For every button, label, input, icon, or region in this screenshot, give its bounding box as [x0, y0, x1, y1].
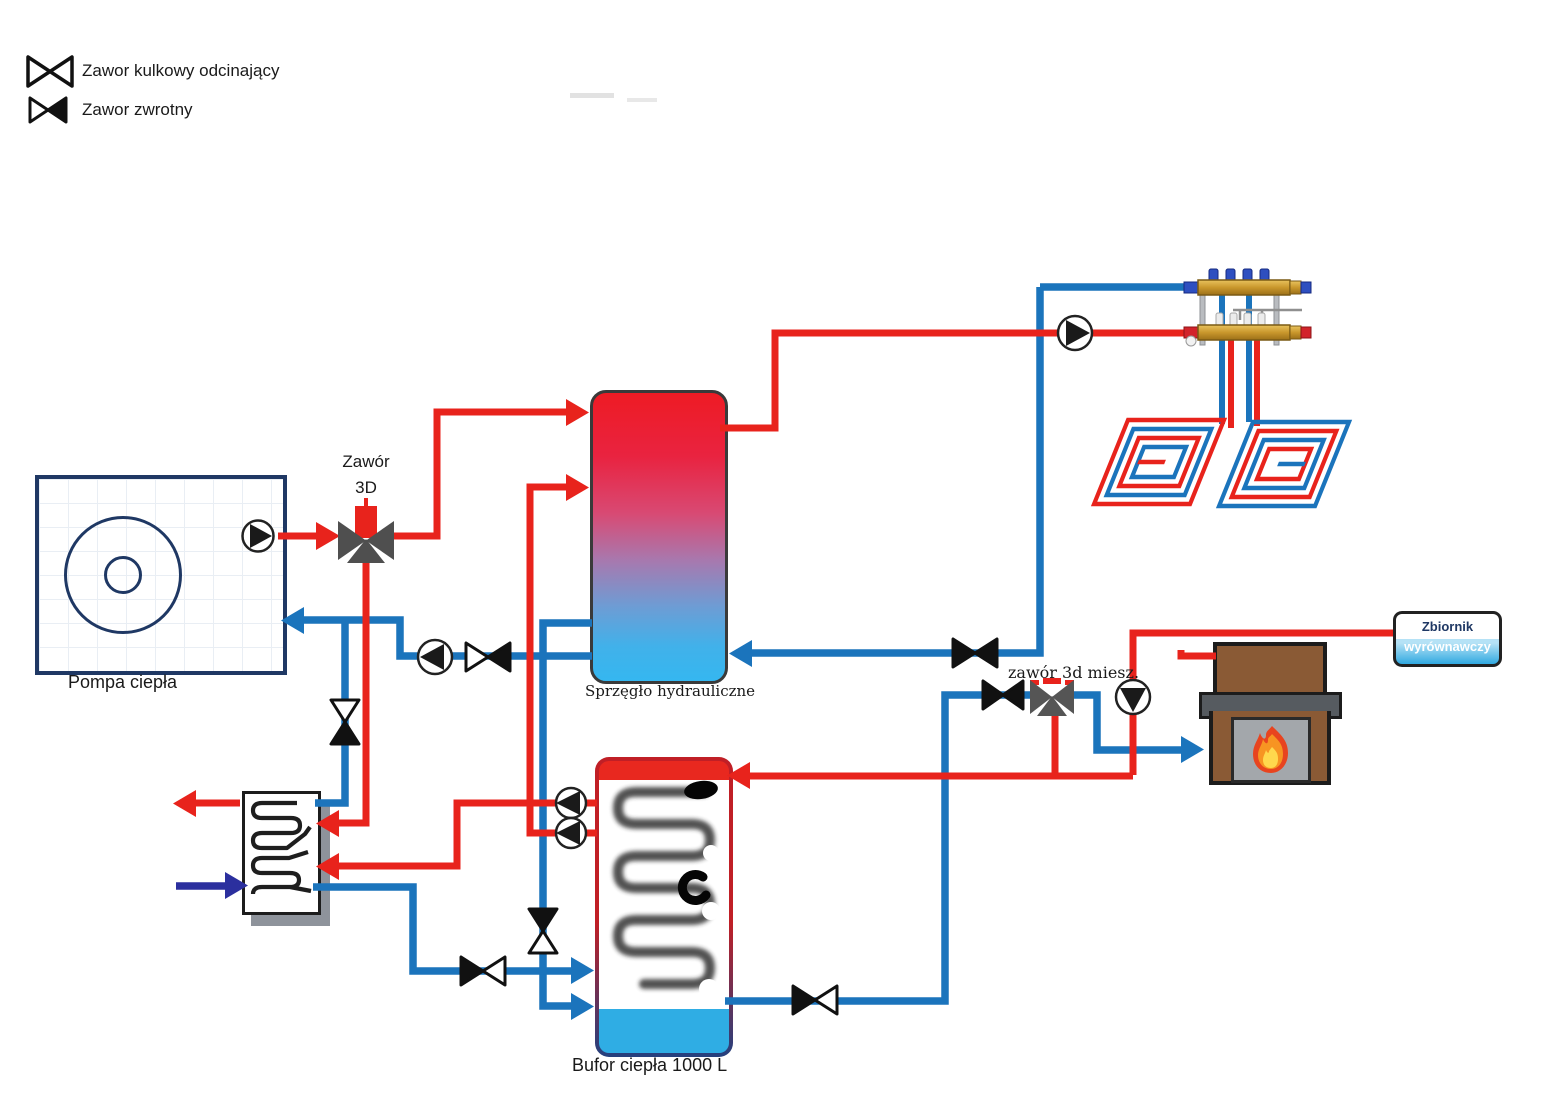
legend-label-check-valve: Zawor zwrotny: [82, 100, 193, 119]
mixing-valve-label: zawór 3d miesz.: [1008, 663, 1140, 682]
valves: [329, 637, 1025, 1016]
mixing-valve-3d: [1030, 678, 1074, 716]
arrow-into-separator-top: [566, 399, 589, 426]
check-valve-buffer-outlet: [791, 984, 839, 1016]
valve-3d: [338, 498, 394, 563]
pipe-tee-to-exchanger: [315, 620, 349, 807]
coil-mid-fitting: [677, 870, 711, 905]
red-manifold-bar: [1183, 324, 1312, 347]
buffer-tank-coil: [612, 780, 720, 999]
floor-heating-manifold: [1183, 268, 1312, 347]
buffer-tank-label: Bufor ciepła 1000 L: [572, 1055, 728, 1075]
pipe-3d-valve-to-separator-top: [390, 408, 566, 540]
fireplace-firebox: [1231, 717, 1311, 783]
heat-pump-fan-outer-circle: [64, 516, 182, 634]
pipe-buffer-pump2-to-separator: [526, 483, 566, 837]
expansion-tank: Zbiornik wyrównawczy: [1393, 611, 1502, 667]
pipe-mixing-valve-to-fireplace: [1072, 691, 1181, 754]
hydraulic-separator-label: Sprzęgło hydrauliczne: [585, 682, 756, 700]
ball-valve-separator-return: [951, 637, 999, 669]
hot-flow-arrows: [173, 399, 750, 880]
legend-icons: [26, 55, 74, 124]
buffer-tank: [595, 757, 733, 1057]
cold-flow-arrows: [281, 607, 1204, 1020]
pipe-exchanger-to-buffer: [313, 883, 571, 975]
coil-top-fitting: [684, 780, 718, 800]
hydraulic-separator-tank: [590, 390, 728, 684]
check-valve-vertical-mid: [527, 907, 559, 955]
pipe-buffer-to-mixing-valve: [725, 691, 1030, 1005]
floor-loop-right: [1215, 419, 1353, 509]
arrow-into-separator-right: [729, 640, 752, 667]
return-line-pump: [416, 638, 454, 676]
check-valve-icon: [28, 96, 68, 124]
check-valve-vertical-left: [329, 698, 361, 746]
blue-manifold-bar: [1183, 268, 1312, 296]
heat-pump-box: [35, 475, 287, 675]
check-valve-return-line: [464, 641, 512, 673]
legend-label-ball-valve: Zawor kulkowy odcinający: [82, 61, 280, 80]
expansion-tank-label-1: Zbiornik: [1421, 619, 1474, 634]
pipe-3d-valve-to-exchanger: [338, 556, 370, 827]
arrow-cold-water-in: [225, 872, 248, 899]
check-valve-exchanger-to-buffer: [459, 955, 507, 987]
pipe-separator-to-buffer-bottom: [539, 619, 592, 1010]
arrow-into-fireplace: [1181, 736, 1204, 763]
heat-exchanger-coils: [250, 800, 312, 895]
ball-shutoff-valve-icon: [26, 55, 74, 88]
flame-icon: [1253, 726, 1288, 773]
pipe-manifold-return-to-separator: [752, 287, 1044, 657]
arrow-into-buffer-low1: [571, 957, 594, 984]
arrow-into-separator-mid: [566, 474, 589, 501]
hot-pipes: [196, 329, 1393, 870]
arrow-into-buffer-top: [727, 762, 750, 789]
floor-loop-left: [1090, 417, 1228, 507]
pipe-mixing-to-buffer-top: [749, 710, 1133, 780]
arrow-hot-water-out: [173, 790, 196, 817]
arrow-into-heat-pump: [281, 607, 304, 634]
heat-pump-label: Pompa ciepła: [68, 672, 178, 692]
scan-artifact: [570, 93, 614, 98]
valve-3d-label-2: 3D: [355, 478, 377, 497]
buffer-pump-upper: [554, 786, 588, 820]
valve-3d-label-1: Zawór: [342, 452, 390, 471]
arrow-into-buffer-low2: [571, 993, 594, 1020]
pipe-separator-to-manifold-pump: [720, 329, 1058, 432]
buffer-pump-lower: [554, 816, 588, 850]
pipe-expansion-tank-fireplace: [1129, 629, 1393, 775]
plate-heat-exchanger: [242, 791, 321, 915]
heat-pump-fan-inner-circle: [104, 556, 142, 594]
expansion-tank-label-2: wyrównawczy: [1404, 639, 1491, 655]
heat-pump-circulator: [241, 519, 275, 553]
manifold-pump: [1056, 314, 1094, 352]
pipe-buffer-pump1-to-exchanger: [338, 799, 557, 870]
arrow-into-3d-valve: [316, 522, 340, 550]
arrow-into-exchanger-2: [316, 853, 339, 880]
actuator-wire: [1233, 308, 1302, 320]
arrow-into-exchanger-1: [316, 810, 339, 837]
fireplace-pump: [1114, 678, 1152, 716]
scan-artifact: [627, 98, 657, 102]
pipe-fireplace-outlet-stub: [1177, 650, 1216, 660]
flow-meters: [1215, 312, 1266, 327]
ball-valve-before-mixing: [981, 679, 1025, 711]
pumps: [241, 314, 1152, 850]
